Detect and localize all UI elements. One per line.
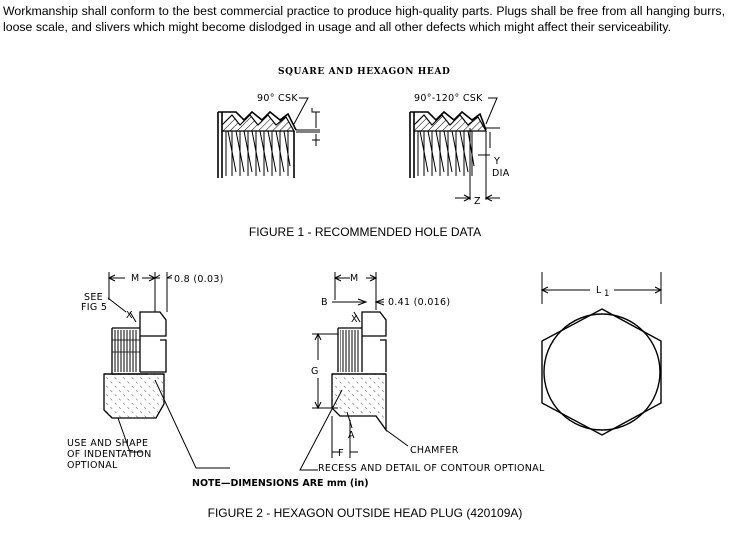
fig2-left-note-2: OF INDENTATION [67, 449, 152, 460]
fig1-left-section [217, 97, 320, 178]
fig2-right-hex-view [540, 272, 663, 436]
fig2-middle-m-label: M [350, 273, 359, 284]
fig2-middle-a-label: A [348, 430, 355, 441]
fig2-right-l-label: L [596, 285, 602, 296]
fig2-left-m-label: M [131, 273, 140, 284]
fig2-left-fig-label: FIG 5 [81, 302, 107, 313]
fig2-middle-x-label: X [351, 314, 358, 325]
fig1-dia-label: DIA [492, 168, 510, 179]
intro-paragraph: Workmanship shall conform to the best co… [3, 4, 725, 35]
fig2-left-note-3: OPTIONAL [67, 460, 118, 471]
fig2-right-l-subscript: 1 [604, 289, 609, 299]
fig2-middle-dim-label: 0.41 (0.016) [388, 297, 450, 308]
fig2-middle-plug [299, 272, 409, 471]
fig2-middle-chamfer-label: CHAMFER [410, 445, 459, 456]
fig1-z-label: Z [474, 196, 481, 207]
fig1-caption: FIGURE 1 - RECOMMENDED HOLE DATA [248, 225, 482, 239]
fig2-left-plug [103, 272, 230, 469]
fig1-y-label: Y [493, 156, 500, 167]
fig2-left-see-label: SEE [84, 292, 103, 303]
fig1-left-csk-label: 90° CSK [257, 93, 298, 104]
fig2-middle-g-label: G [311, 366, 319, 377]
fig2-left-note-1: USE AND SHAPE [67, 438, 148, 449]
fig2-left-x-label: X [126, 310, 133, 321]
fig2-middle-b-label: B [321, 297, 328, 308]
fig1-right-csk-label: 90°-120° CSK [414, 93, 483, 104]
fig1-right-section [409, 97, 500, 202]
fig2-middle-recess-label: RECESS AND DETAIL OF CONTOUR OPTIONAL [318, 463, 545, 474]
fig2-dimensions-note: NOTE—DIMENSIONS ARE mm (in) [192, 478, 369, 489]
fig2-caption: FIGURE 2 - HEXAGON OUTSIDE HEAD PLUG (42… [207, 506, 523, 520]
fig2-left-dim-label: 0.8 (0.03) [174, 274, 224, 285]
fig2-middle-f-label: F [338, 448, 344, 459]
fig1-title: SQUARE AND HEXAGON HEAD [278, 67, 450, 77]
